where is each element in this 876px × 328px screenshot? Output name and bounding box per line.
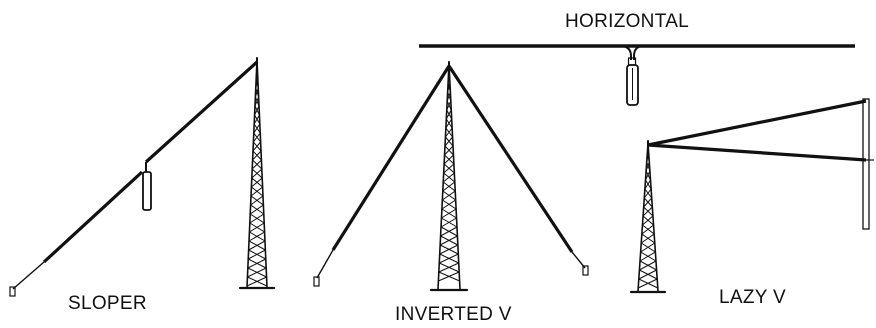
- towers-group: [238, 57, 667, 294]
- inverted-v-label: INVERTED V: [395, 304, 512, 325]
- lazy-v-label: LAZY V: [719, 287, 786, 308]
- lazy-v-lower-wire: [647, 143, 867, 162]
- inverted-v-right-insulator: [582, 265, 589, 276]
- inverted-v-left-wire: [331, 65, 451, 251]
- inverted-v-left-insulator: [313, 276, 320, 287]
- sloper-feedline: [142, 171, 152, 211]
- horizontal-feed-right: [633, 45, 643, 60]
- inverted-v-right-rope: [571, 251, 586, 269]
- lazy-v-upper-wire: [647, 99, 867, 147]
- inverted-v-antenna: [313, 65, 589, 287]
- sloper-lower-wire: [42, 170, 144, 264]
- horizontal-label: HORIZONTAL: [565, 11, 690, 32]
- lazy-v-tower: [629, 140, 667, 294]
- inverted-v-left-rope: [316, 249, 334, 279]
- lazy-v-support-pole: [862, 98, 870, 230]
- inverted-v-right-wire: [447, 65, 574, 253]
- sloper-insulator: [9, 286, 16, 297]
- horizontal-feedline: [626, 64, 639, 106]
- lazy-v-antenna: [647, 98, 874, 230]
- sloper-label: SLOPER: [68, 293, 147, 314]
- sloper-tower: [238, 57, 276, 290]
- sloper-rope: [12, 261, 45, 290]
- sloper-upper-wire: [144, 60, 259, 164]
- inverted-v-tower: [429, 61, 469, 292]
- sloper-antenna: [9, 60, 259, 297]
- horizontal-feed-left: [621, 45, 632, 60]
- horizontal-antenna: [419, 44, 855, 106]
